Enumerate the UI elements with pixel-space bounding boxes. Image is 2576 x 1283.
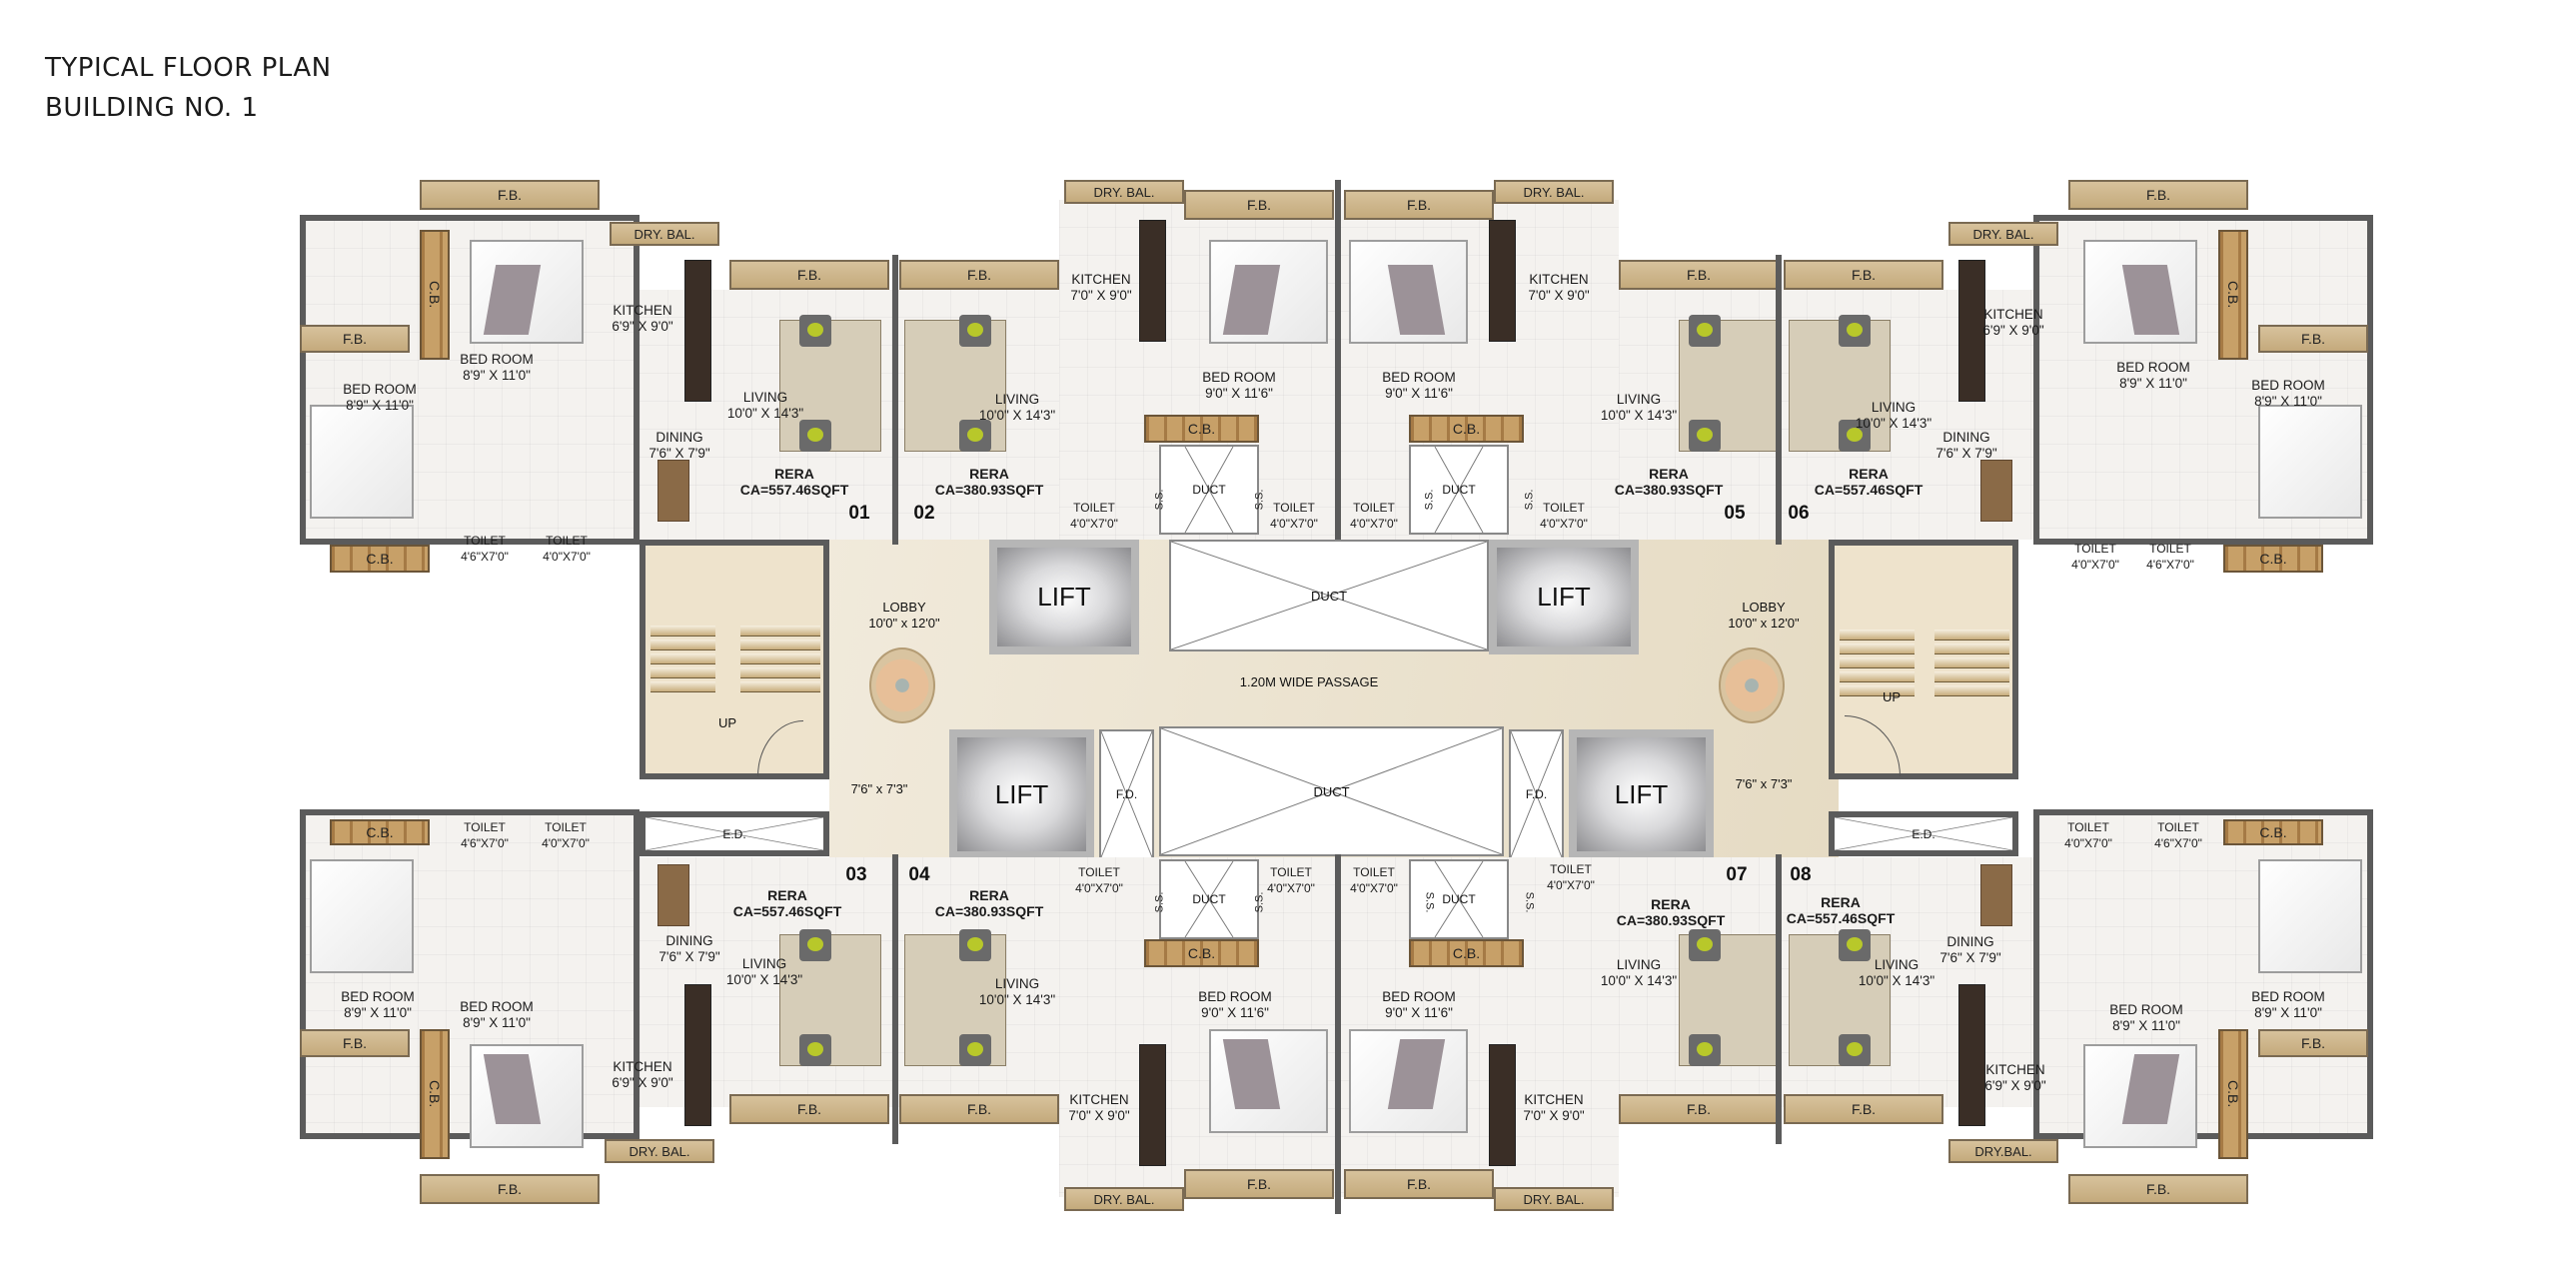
unit-08-bed-1 [2258, 859, 2362, 973]
unit-03-cb-vertical: C.B. [420, 1029, 450, 1159]
unit-08-dry-balcony: DRY.BAL. [1948, 1139, 2058, 1163]
unit-03-dining-table [657, 864, 689, 926]
unit-06-fb-right: F.B. [2258, 325, 2368, 353]
unit-04-fb-living: F.B. [899, 1094, 1059, 1124]
unit-01-fb-left: F.B. [300, 325, 410, 353]
unit-04-cb: C.B. [1144, 939, 1259, 967]
unit-07-kitchen-counter [1489, 1044, 1516, 1166]
plan-title: TYPICAL FLOOR PLAN BUILDING NO. 1 [45, 48, 332, 128]
lift-bottom-right: LIFT [1569, 729, 1714, 859]
lift-top-right: LIFT [1489, 540, 1639, 654]
duct-lower: DUCT [1159, 726, 1504, 856]
unit-03-fb-left: F.B. [300, 1029, 410, 1057]
unit-06-fb-living: F.B. [1784, 260, 1943, 290]
unit-05-kitchen-counter [1489, 220, 1516, 342]
staircase-right [1829, 540, 2018, 779]
sub-lobby-size-left: 7'6" x 7'3" [850, 781, 908, 796]
unit-01-cb-vertical: C.B. [420, 230, 450, 360]
unit-06-cb-vertical: C.B. [2218, 230, 2248, 360]
unit-06-fb-top: F.B. [2068, 180, 2248, 210]
title-line-1: TYPICAL FLOOR PLAN [45, 53, 332, 83]
unit-01-kitchen-counter [684, 260, 711, 402]
unit-03-dry-balcony: DRY. BAL. [605, 1139, 714, 1163]
unit-06-dining-table [1980, 460, 2012, 522]
unit-07-fb-bed: F.B. [1344, 1169, 1494, 1199]
unit-03-kitchen-counter [684, 984, 711, 1126]
unit-07-dry-balcony: DRY. BAL. [1494, 1187, 1614, 1211]
unit-05-duct: DUCT [1409, 445, 1509, 535]
sub-lobby-size-right: 7'6" x 7'3" [1735, 776, 1793, 791]
electrical-duct-left: E.D. [640, 811, 829, 856]
staircase-left [640, 540, 829, 779]
unit-08-fb-bottom: F.B. [2068, 1174, 2248, 1204]
unit-number: 08 [1790, 864, 1812, 885]
unit-number: 04 [908, 864, 930, 885]
unit-05-dry-balcony: DRY. BAL. [1494, 180, 1614, 204]
floor-medallion-right [1719, 647, 1785, 723]
stair-up-label-right: UP [1882, 689, 1902, 704]
unit-06-kitchen-counter [1958, 260, 1985, 402]
unit-number: 03 [845, 864, 867, 885]
lift-top-left: LIFT [989, 540, 1139, 654]
unit-06-bed-2 [2258, 405, 2362, 519]
unit-08-kitchen-counter [1958, 984, 1985, 1126]
unit-02-dry-balcony: DRY. BAL. [1064, 180, 1184, 204]
unit-02-duct: DUCT [1159, 445, 1259, 535]
unit-05-fb-bed: F.B. [1344, 190, 1494, 220]
unit-04-duct: DUCT [1159, 859, 1259, 939]
unit-02-kitchen-counter [1139, 220, 1166, 342]
passage-label: 1.20M WIDE PASSAGE [1239, 674, 1379, 689]
unit-02-fb-bed: F.B. [1184, 190, 1334, 220]
unit-06-dry-balcony: DRY. BAL. [1948, 222, 2058, 246]
unit-02-cb: C.B. [1144, 415, 1259, 443]
title-line-2: BUILDING NO. 1 [45, 93, 259, 123]
lobby-label-left: LOBBY [882, 600, 926, 615]
unit-04-fb-bed: F.B. [1184, 1169, 1334, 1199]
unit-number: 01 [848, 503, 870, 524]
unit-06-cb-horizontal: C.B. [2223, 545, 2323, 573]
electrical-duct-right: E.D. [1829, 811, 2018, 856]
unit-07-fb-living: F.B. [1619, 1094, 1779, 1124]
unit-07-cb: C.B. [1409, 939, 1524, 967]
unit-08-fb-living: F.B. [1784, 1094, 1943, 1124]
unit-03-fb-living: F.B. [729, 1094, 889, 1124]
lobby-label-right: LOBBY [1742, 600, 1786, 615]
lobby-size-right: 10'0" x 12'0" [1728, 616, 1800, 631]
unit-05-fb-living: F.B. [1619, 260, 1779, 290]
unit-01-bed-2 [310, 405, 414, 519]
unit-07-duct: DUCT [1409, 859, 1509, 939]
unit-number: 06 [1788, 503, 1810, 524]
unit-08-cb-vertical: C.B. [2218, 1029, 2248, 1159]
unit-01-fb-living: F.B. [729, 260, 889, 290]
lift-bottom-left: LIFT [949, 729, 1094, 859]
unit-03-cb-horizontal: C.B. [330, 819, 430, 845]
unit-01-dry-balcony: DRY. BAL. [610, 222, 719, 246]
unit-05-cb: C.B. [1409, 415, 1524, 443]
fire-duct-right: F.D. [1509, 729, 1564, 859]
stair-up-label-left: UP [717, 715, 737, 730]
unit-03-fb-bottom: F.B. [420, 1174, 600, 1204]
unit-number: 05 [1724, 503, 1746, 524]
unit-08-fb-right: F.B. [2258, 1029, 2368, 1057]
lobby-size-left: 10'0" x 12'0" [868, 616, 940, 631]
unit-08-cb-horizontal: C.B. [2223, 819, 2323, 845]
unit-03-bed-1 [310, 859, 414, 973]
unit-number: 02 [913, 503, 935, 524]
fire-duct-left: F.D. [1099, 729, 1154, 859]
duct-upper: DUCT [1169, 540, 1489, 651]
unit-04-dry-balcony: DRY. BAL. [1064, 1187, 1184, 1211]
unit-01-dining-table [657, 460, 689, 522]
unit-04-kitchen-counter [1139, 1044, 1166, 1166]
unit-08-dining-table [1980, 864, 2012, 926]
unit-01-fb-top: F.B. [420, 180, 600, 210]
unit-number: 07 [1726, 864, 1748, 885]
unit-01-cb-horizontal: C.B. [330, 545, 430, 573]
unit-02-fb-living: F.B. [899, 260, 1059, 290]
floor-medallion-left [869, 647, 935, 723]
